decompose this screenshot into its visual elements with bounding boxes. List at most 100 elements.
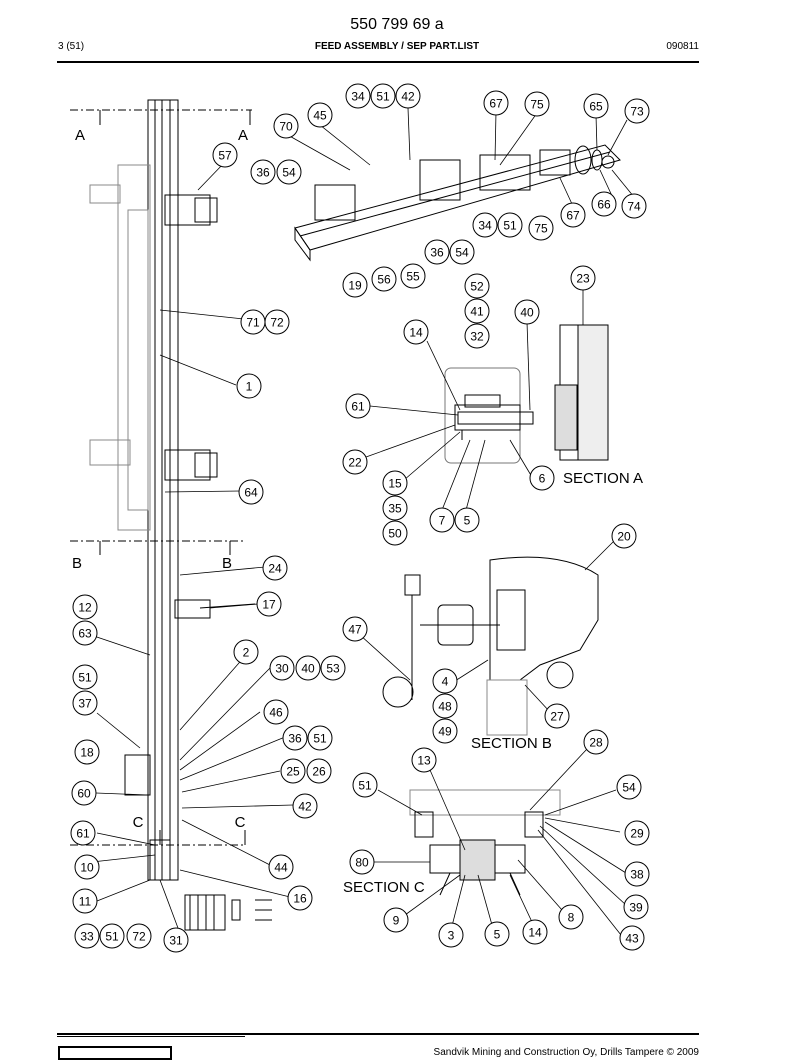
part-callout: 49 (432, 718, 458, 744)
callout-circle (99, 923, 125, 949)
section-letter-b-left: B (72, 555, 82, 572)
callout-circle (403, 319, 429, 345)
callout-number: 47 (348, 623, 362, 637)
callout-circle (621, 193, 647, 219)
part-callout: 5 (454, 507, 480, 533)
part-callout: 38 (624, 861, 650, 887)
callout-circle (623, 894, 649, 920)
callout-circle (74, 739, 100, 765)
callout-number: 65 (589, 100, 603, 114)
callout-circle (624, 820, 650, 846)
document-number: 550 799 69 a (350, 16, 444, 33)
callout-circle (342, 272, 368, 298)
part-callout: 12 (72, 594, 98, 620)
callout-number: 40 (520, 306, 534, 320)
callout-circle (544, 703, 570, 729)
part-callout: 17 (256, 591, 282, 617)
part-callout: 2 (233, 639, 259, 665)
part-callout: 19 (342, 272, 368, 298)
callout-number: 40 (301, 662, 315, 676)
callout-circle (424, 239, 450, 265)
callout-number: 42 (298, 800, 312, 814)
footer-rule-short (57, 1036, 245, 1037)
callout-number: 3 (448, 929, 455, 943)
part-callout: 47 (342, 616, 368, 642)
callout-circle (345, 393, 371, 419)
callout-number: 67 (566, 209, 580, 223)
part-callout: 20 (611, 523, 637, 549)
callout-number: 55 (406, 270, 420, 284)
callout-number: 54 (282, 166, 296, 180)
callout-number: 13 (417, 754, 431, 768)
part-callout: 28 (583, 729, 609, 755)
callout-number: 37 (78, 697, 92, 711)
callout-circle (624, 861, 650, 887)
callout-circle (233, 639, 259, 665)
callout-circle (276, 159, 302, 185)
callout-circle (268, 854, 294, 880)
callout-number: 51 (313, 732, 327, 746)
part-callout: 36 (282, 725, 308, 751)
part-callout: 34 (472, 212, 498, 238)
callout-number: 57 (218, 149, 232, 163)
part-callout: 15 (382, 470, 408, 496)
callout-number: 64 (244, 486, 258, 500)
part-callout: 54 (276, 159, 302, 185)
callout-number: 7 (439, 514, 446, 528)
callout-circle (429, 507, 455, 533)
part-callout: 8 (558, 904, 584, 930)
footer-rule (57, 1033, 699, 1035)
header-rule (57, 61, 699, 63)
company-logo (58, 1046, 172, 1060)
callout-circle (383, 907, 409, 933)
part-callout: 16 (287, 885, 313, 911)
callout-number: 72 (270, 316, 284, 330)
part-callout: 51 (352, 772, 378, 798)
part-callout: 22 (342, 449, 368, 475)
part-callout: 61 (70, 820, 96, 846)
section-letter-a-left: A (75, 127, 85, 144)
part-callout: 65 (583, 93, 609, 119)
callout-number: 56 (377, 273, 391, 287)
part-callout: 51 (72, 664, 98, 690)
callout-number: 27 (550, 710, 564, 724)
callout-circle (382, 470, 408, 496)
callout-number: 73 (630, 105, 644, 119)
callout-circle (238, 479, 264, 505)
callout-number: 29 (630, 827, 644, 841)
callout-number: 71 (246, 316, 260, 330)
callout-number: 66 (597, 198, 611, 212)
part-callout: 10 (74, 854, 100, 880)
callout-circle (264, 309, 290, 335)
callout-number: 52 (470, 280, 484, 294)
part-callout: 27 (544, 703, 570, 729)
callout-number: 20 (617, 530, 631, 544)
part-callout: 72 (126, 923, 152, 949)
part-callout: 80 (349, 849, 375, 875)
section-letter-a-right: A (238, 127, 248, 144)
callout-number: 51 (376, 90, 390, 104)
part-callout: 56 (371, 266, 397, 292)
part-callout: 3 (438, 922, 464, 948)
part-callout: 37 (72, 690, 98, 716)
callout-circle (72, 690, 98, 716)
callout-number: 38 (630, 868, 644, 882)
callout-number: 14 (409, 326, 423, 340)
part-callout: 23 (570, 265, 596, 291)
callout-number: 23 (576, 272, 590, 286)
callout-number: 31 (169, 934, 183, 948)
callout-number: 25 (286, 765, 300, 779)
callout-circle (280, 758, 306, 784)
callout-number: 61 (76, 827, 90, 841)
part-callout: 51 (307, 725, 333, 751)
callout-number: 8 (568, 911, 575, 925)
callout-number: 75 (534, 222, 548, 236)
part-callout: 26 (306, 758, 332, 784)
part-callout: 51 (99, 923, 125, 949)
callout-circle (345, 83, 371, 109)
callout-number: 54 (455, 246, 469, 260)
section-c-title: SECTION C (343, 879, 425, 896)
part-callout: 72 (264, 309, 290, 335)
callout-circle (236, 373, 262, 399)
callout-number: 15 (388, 477, 402, 491)
